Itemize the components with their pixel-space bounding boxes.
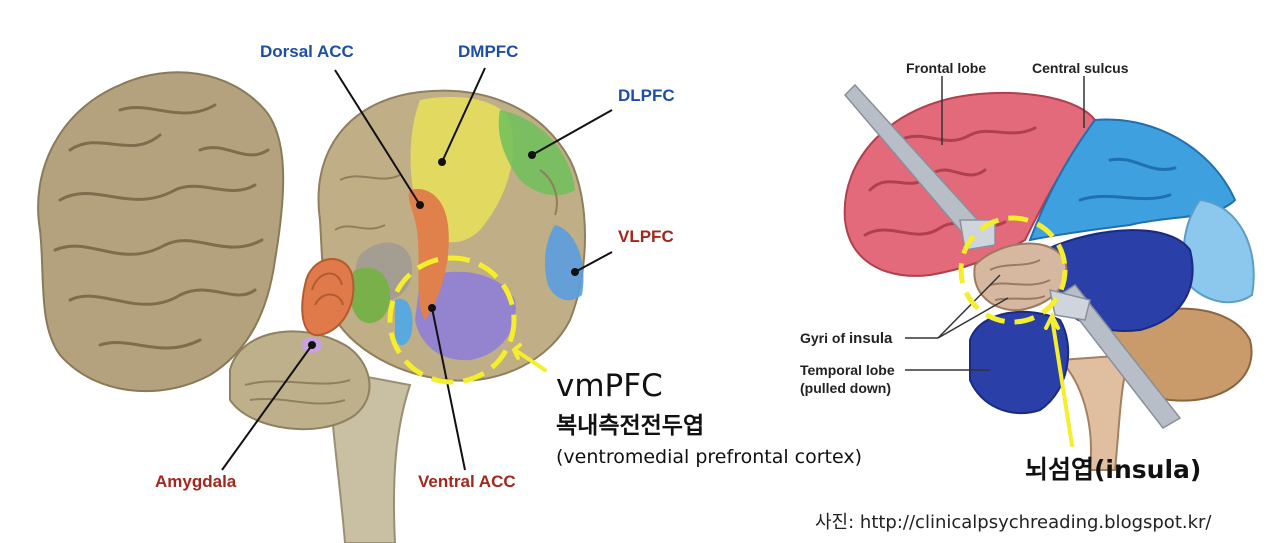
insula-brain — [843, 83, 1255, 471]
label-vlpfc: VLPFC — [618, 227, 674, 246]
left-pointer-lines — [221, 67, 613, 471]
label-dmpfc: DMPFC — [458, 42, 519, 61]
vmpfc-arrow — [511, 343, 547, 372]
gyri-bold: insula — [849, 330, 893, 347]
label-central-sulcus: Central sulcus — [1032, 60, 1129, 76]
vmpfc-abbr: vmPFC — [556, 368, 663, 404]
label-dorsal-acc: Dorsal ACC — [260, 42, 354, 61]
label-frontal-lobe: Frontal lobe — [906, 60, 987, 76]
insula-caption: 뇌섬엽(insula) — [1025, 455, 1202, 484]
left-pointer-dots — [308, 151, 579, 349]
source-credit: 사진: http://clinicalpsychreading.blogspot… — [815, 512, 1212, 533]
insula-highlight-circle — [958, 215, 1068, 325]
label-dlpfc: DLPFC — [618, 86, 675, 105]
vmpfc-korean: 복내측전전두엽 — [556, 413, 705, 439]
left-brain-hemisphere — [37, 71, 285, 393]
gyri-prefix: Gyri of — [800, 330, 850, 346]
label-temporal-line1: Temporal lobe — [800, 362, 895, 378]
vmpfc-english: (ventromedial prefrontal cortex) — [556, 446, 863, 468]
label-ventral-acc: Ventral ACC — [418, 472, 516, 491]
medial-brain-section — [229, 89, 586, 543]
vmpfc-highlight-circle — [387, 255, 517, 385]
label-temporal-line2: (pulled down) — [800, 380, 891, 396]
label-gyri-of-insula: Gyri of insula — [800, 330, 892, 347]
insula-arrow — [1044, 311, 1074, 447]
label-amygdala: Amygdala — [155, 472, 237, 491]
right-pointer-lines — [905, 76, 1085, 371]
